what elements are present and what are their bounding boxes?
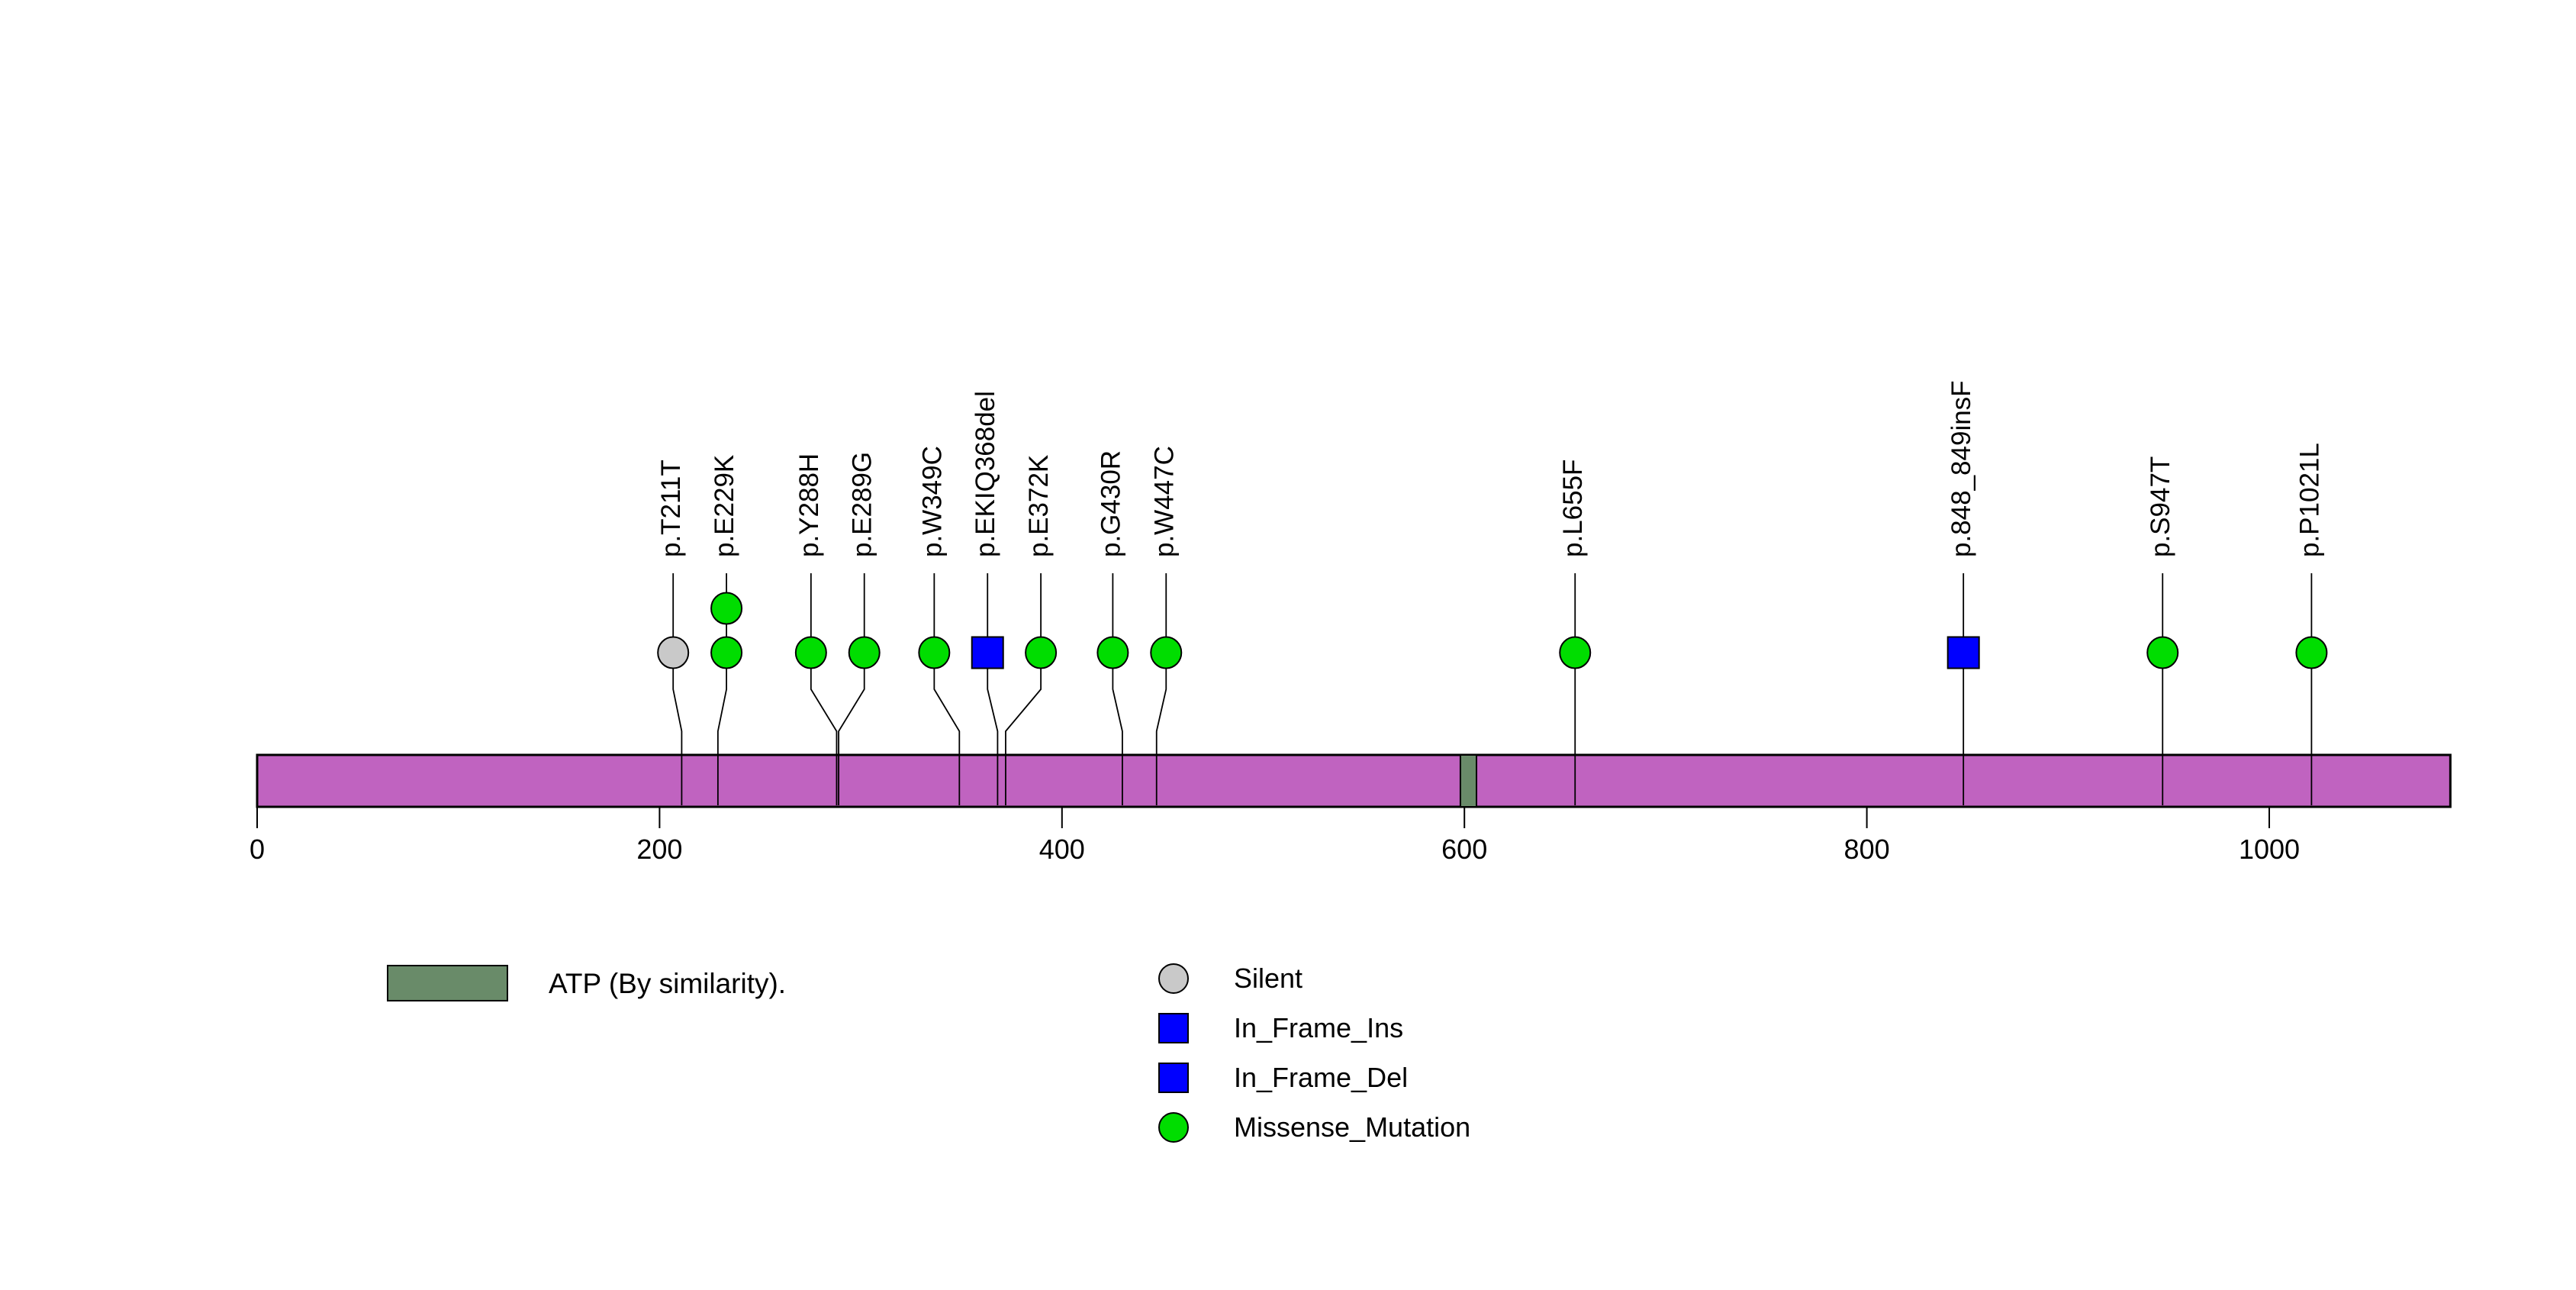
mutation-label: p.L655F: [1558, 460, 1588, 557]
mutation-head-square: [1946, 636, 1980, 669]
protein-backbone: [256, 753, 2452, 808]
mutation-head-circle: [2146, 636, 2179, 669]
mutation-label: p.E229K: [710, 455, 739, 557]
mutation-label: p.T211T: [656, 460, 686, 557]
lollipop-stem: [987, 573, 999, 805]
axis-tick-label: 200: [636, 834, 682, 865]
mutation-head-circle: [710, 636, 743, 669]
mutation-head-circle: [1559, 636, 1592, 669]
axis-tick-label: 400: [1039, 834, 1085, 865]
protein-backbone-group: [256, 753, 2452, 808]
legend-item-in_frame_ins: In_Frame_Ins: [1158, 1003, 1470, 1053]
legend-item-missense_mutation: Missense_Mutation: [1158, 1102, 1470, 1152]
axis-tick-label: 1000: [2239, 834, 2300, 865]
lollipop-stem: [933, 573, 961, 805]
mutation-head-circle: [1150, 636, 1183, 669]
domain-atp: [1459, 754, 1478, 808]
mutation-head-circle: [1096, 636, 1129, 669]
mutation-labels: p.T211T p.E229K p.Y288H p.E289G p.W349C p.EKI…: [656, 380, 2324, 557]
legend-circle-swatch: [1158, 1111, 1189, 1143]
mutation-label: p.G430R: [1096, 450, 1125, 557]
mutation-label: p.EKIQ368del: [971, 391, 1000, 557]
atp-domain-swatch: [387, 965, 508, 1001]
lollipop-stem: [1155, 573, 1167, 805]
mutation-heads: [657, 592, 2328, 669]
legend-circle-swatch: [1158, 963, 1189, 994]
mutation-label: p.E289G: [848, 452, 877, 557]
mutation-label: p.E372K: [1024, 455, 1054, 557]
mutation-head-circle: [1025, 636, 1058, 669]
lollipop-stem: [716, 573, 727, 805]
mutation-head-circle: [918, 636, 951, 669]
legend-label: In_Frame_Del: [1234, 1061, 1409, 1093]
legend-square-swatch: [1158, 1012, 1189, 1043]
mutation-label: p.W447C: [1149, 446, 1179, 557]
lollipop-stem: [672, 573, 683, 805]
mutation-label: p.W349C: [917, 446, 947, 557]
mutation-head-circle: [2295, 636, 2328, 669]
x-axis: 0 200 400 600 800 1000: [250, 807, 2300, 865]
lollipop-stem: [1005, 573, 1042, 805]
legend-item-in_frame_del: In_Frame_Del: [1158, 1053, 1470, 1102]
axis-tick-label: 800: [1844, 834, 1890, 865]
mutation-head-square: [971, 636, 1004, 669]
mutation-head-circle: [710, 592, 743, 625]
mutation-head-circle: [848, 636, 881, 669]
atp-domain-label: ATP (By similarity).: [549, 967, 787, 999]
legend-label: In_Frame_Ins: [1234, 1011, 1404, 1043]
mutation-head-circle: [794, 636, 827, 669]
legend-item-silent: Silent: [1158, 953, 1470, 1003]
mutation-head-circle: [657, 636, 690, 669]
axis-tick-label: 600: [1441, 834, 1487, 865]
lollipop-stem: [810, 573, 838, 805]
legend-label: Silent: [1234, 962, 1303, 994]
mutation-label: p.848_849insF: [1946, 380, 1976, 557]
lollipop-stem: [838, 573, 865, 805]
legend-label: Missense_Mutation: [1234, 1111, 1471, 1143]
axis-tick-label: 0: [250, 834, 265, 865]
mutation-label: p.P1021L: [2294, 443, 2324, 557]
domain-legend: ATP (By similarity).: [387, 965, 786, 1001]
mutation-label: p.S947T: [2146, 456, 2175, 557]
legend-square-swatch: [1158, 1062, 1189, 1093]
mutation-label: p.Y288H: [794, 453, 824, 557]
lollipop-stems: [672, 573, 2313, 805]
lollipop-stem: [1112, 573, 1123, 805]
